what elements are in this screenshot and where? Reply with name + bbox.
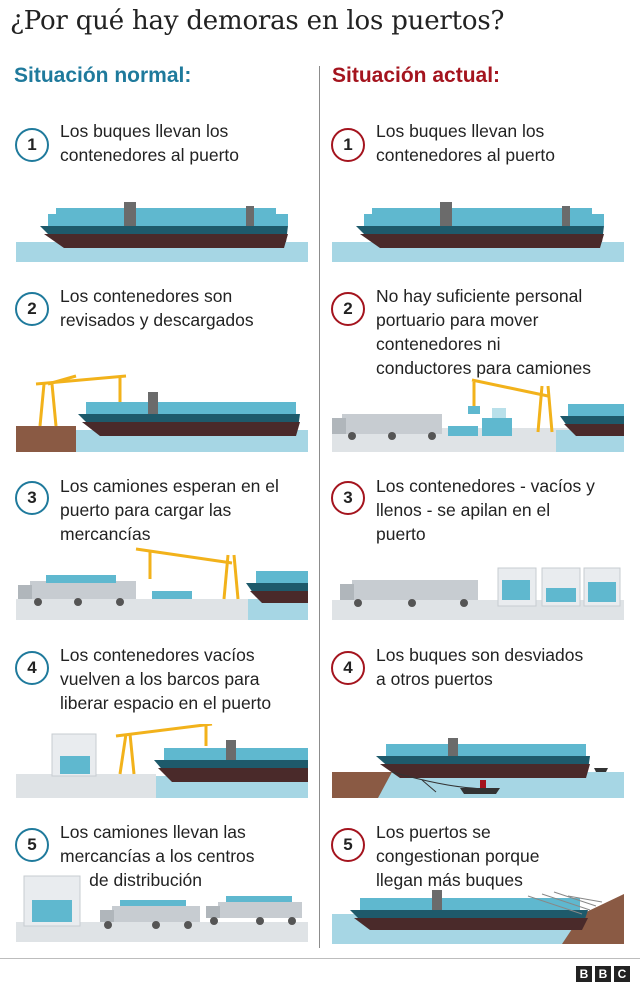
trucks-waiting-illustration bbox=[16, 547, 308, 620]
step-text-actual-2: No hay suficiente personal portuario par… bbox=[376, 286, 591, 378]
heading-normal: Situación normal: bbox=[14, 64, 192, 87]
truck-icon bbox=[100, 900, 200, 929]
understaffed-port-illustration bbox=[332, 378, 624, 452]
container-stack-icon bbox=[502, 580, 616, 602]
step-text-actual-5: Los puertos se congestionan porque llega… bbox=[376, 822, 540, 890]
bbc-logo: B B C bbox=[576, 966, 630, 982]
crane-icon bbox=[471, 378, 554, 433]
step-number-actual-4: 4 bbox=[331, 651, 365, 685]
footer-rule bbox=[0, 958, 640, 959]
warehouse-icon bbox=[23, 875, 81, 927]
truck-icon bbox=[332, 414, 442, 440]
bbc-logo-letter: B bbox=[576, 966, 592, 982]
tugboat-icon bbox=[460, 780, 500, 794]
step-text-normal-4: Los contenedores vacíos vuelven a los ba… bbox=[60, 645, 272, 713]
step-number-actual-2: 2 bbox=[331, 292, 365, 326]
container-ship-icon bbox=[78, 392, 300, 436]
container-ship-icon bbox=[356, 202, 604, 248]
crane-unloading-illustration bbox=[16, 374, 308, 452]
step-text-actual-4: Los buques son desviados a otros puertos bbox=[376, 645, 584, 689]
container-stack-icon bbox=[152, 591, 192, 599]
crane-icon bbox=[35, 374, 127, 427]
crane-icon bbox=[135, 547, 240, 600]
column-divider bbox=[319, 66, 320, 948]
bbc-logo-letter: B bbox=[595, 966, 611, 982]
step-number-actual-3: 3 bbox=[331, 481, 365, 515]
ships-diverted-illustration bbox=[332, 738, 624, 798]
step-number-normal-4: 4 bbox=[15, 651, 49, 685]
container-ship-icon bbox=[40, 202, 288, 248]
step-number-normal-3: 3 bbox=[15, 481, 49, 515]
container-stack-icon bbox=[448, 408, 512, 436]
container-ship-icon bbox=[376, 738, 590, 778]
step-number-normal-5: 5 bbox=[15, 828, 49, 862]
container-ship-icon bbox=[154, 740, 308, 782]
heading-actual: Situación actual: bbox=[332, 64, 501, 87]
container-ship-icon bbox=[350, 890, 588, 930]
step-number-normal-2: 2 bbox=[15, 292, 49, 326]
step-number-actual-5: 5 bbox=[331, 828, 365, 862]
congested-port-illustration bbox=[332, 890, 624, 944]
page-title: ¿Por qué hay demoras en los puertos? bbox=[10, 6, 505, 36]
crane-icon bbox=[115, 724, 213, 775]
warehouse-icon bbox=[51, 733, 97, 777]
step-text-normal-2: Los contenedores son revisados y descarg… bbox=[60, 286, 254, 330]
container-ship-icon bbox=[560, 404, 624, 436]
container-ship-icon bbox=[246, 571, 308, 603]
step-text-normal-5: Los camiones llevan las mercancías a los… bbox=[60, 822, 255, 890]
step-number-normal-1: 1 bbox=[15, 128, 49, 162]
truck-icon bbox=[206, 896, 302, 925]
step-text-normal-1: Los buques llevan los contenedores al pu… bbox=[60, 121, 240, 165]
truck-icon bbox=[18, 575, 136, 606]
step-text-normal-3: Los camiones esperan en el puerto para c… bbox=[60, 476, 279, 544]
containers-piling-illustration bbox=[332, 567, 624, 620]
ship-at-sea-illustration bbox=[16, 202, 308, 262]
step-number-actual-1: 1 bbox=[331, 128, 365, 162]
truck-icon bbox=[340, 580, 478, 607]
ship-at-sea-illustration-actual bbox=[332, 202, 624, 262]
trucks-to-distribution-illustration bbox=[16, 875, 308, 942]
step-text-actual-3: Los contenedores - vacíos y llenos - se … bbox=[376, 476, 595, 544]
empty-containers-return-illustration bbox=[16, 724, 308, 798]
bbc-logo-letter: C bbox=[614, 966, 630, 982]
step-text-actual-1: Los buques llevan los contenedores al pu… bbox=[376, 121, 556, 165]
